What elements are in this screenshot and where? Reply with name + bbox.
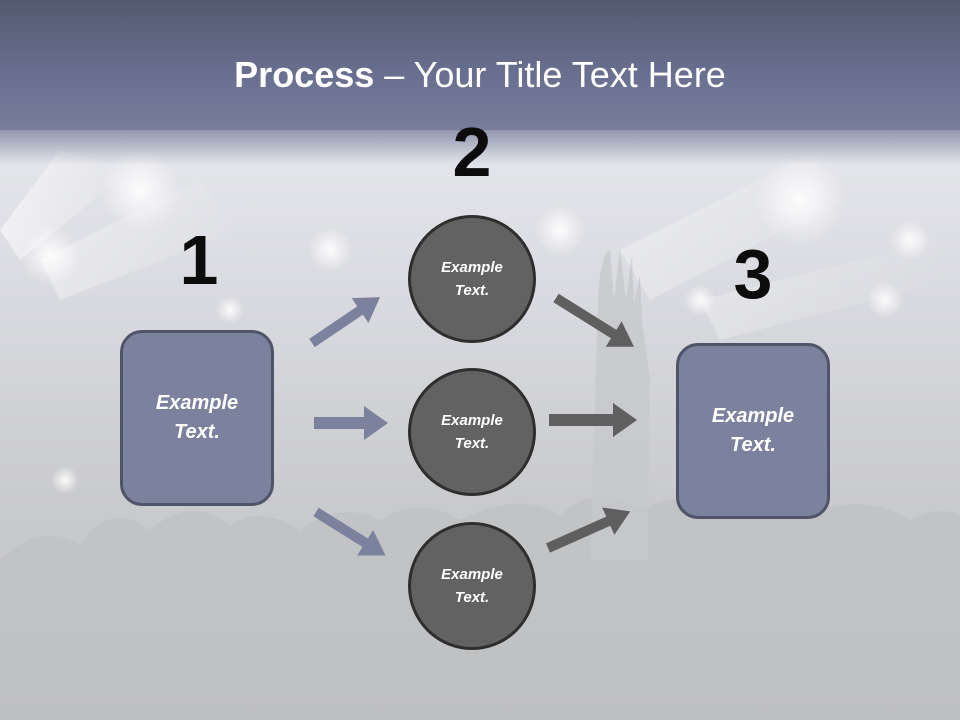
step-2-circle-top: Example Text. <box>408 215 536 343</box>
title-bold: Process <box>234 54 375 95</box>
circle-text: Example Text. <box>441 412 503 452</box>
arrow-down-right-left <box>313 507 386 556</box>
arrow-right-left <box>314 406 388 440</box>
step-3-box-text: Example Text. <box>711 405 795 456</box>
step-3-box: Example Text. <box>676 343 830 519</box>
arrow-up-right-left <box>309 297 380 348</box>
circle-text: Example Text. <box>441 566 503 606</box>
title-rest: – Your Title Text Here <box>374 54 726 95</box>
arrow-down-right-right <box>553 293 635 347</box>
header-fade <box>0 125 960 165</box>
step-1-box-text: Example Text. <box>155 392 239 443</box>
step-number-1: 1 <box>179 221 219 299</box>
arrow-right-right <box>549 403 637 437</box>
step-number-3: 3 <box>733 235 773 313</box>
arrow-up-right-right <box>545 507 631 553</box>
step-1-box: Example Text. <box>120 330 274 506</box>
circle-text: Example Text. <box>441 259 503 299</box>
header-band <box>0 0 960 130</box>
step-number-2: 2 <box>452 113 492 191</box>
step-2-circle-bottom: Example Text. <box>408 522 536 650</box>
slide-title: Process – Your Title Text Here <box>0 52 960 98</box>
step-2-circle-middle: Example Text. <box>408 368 536 496</box>
